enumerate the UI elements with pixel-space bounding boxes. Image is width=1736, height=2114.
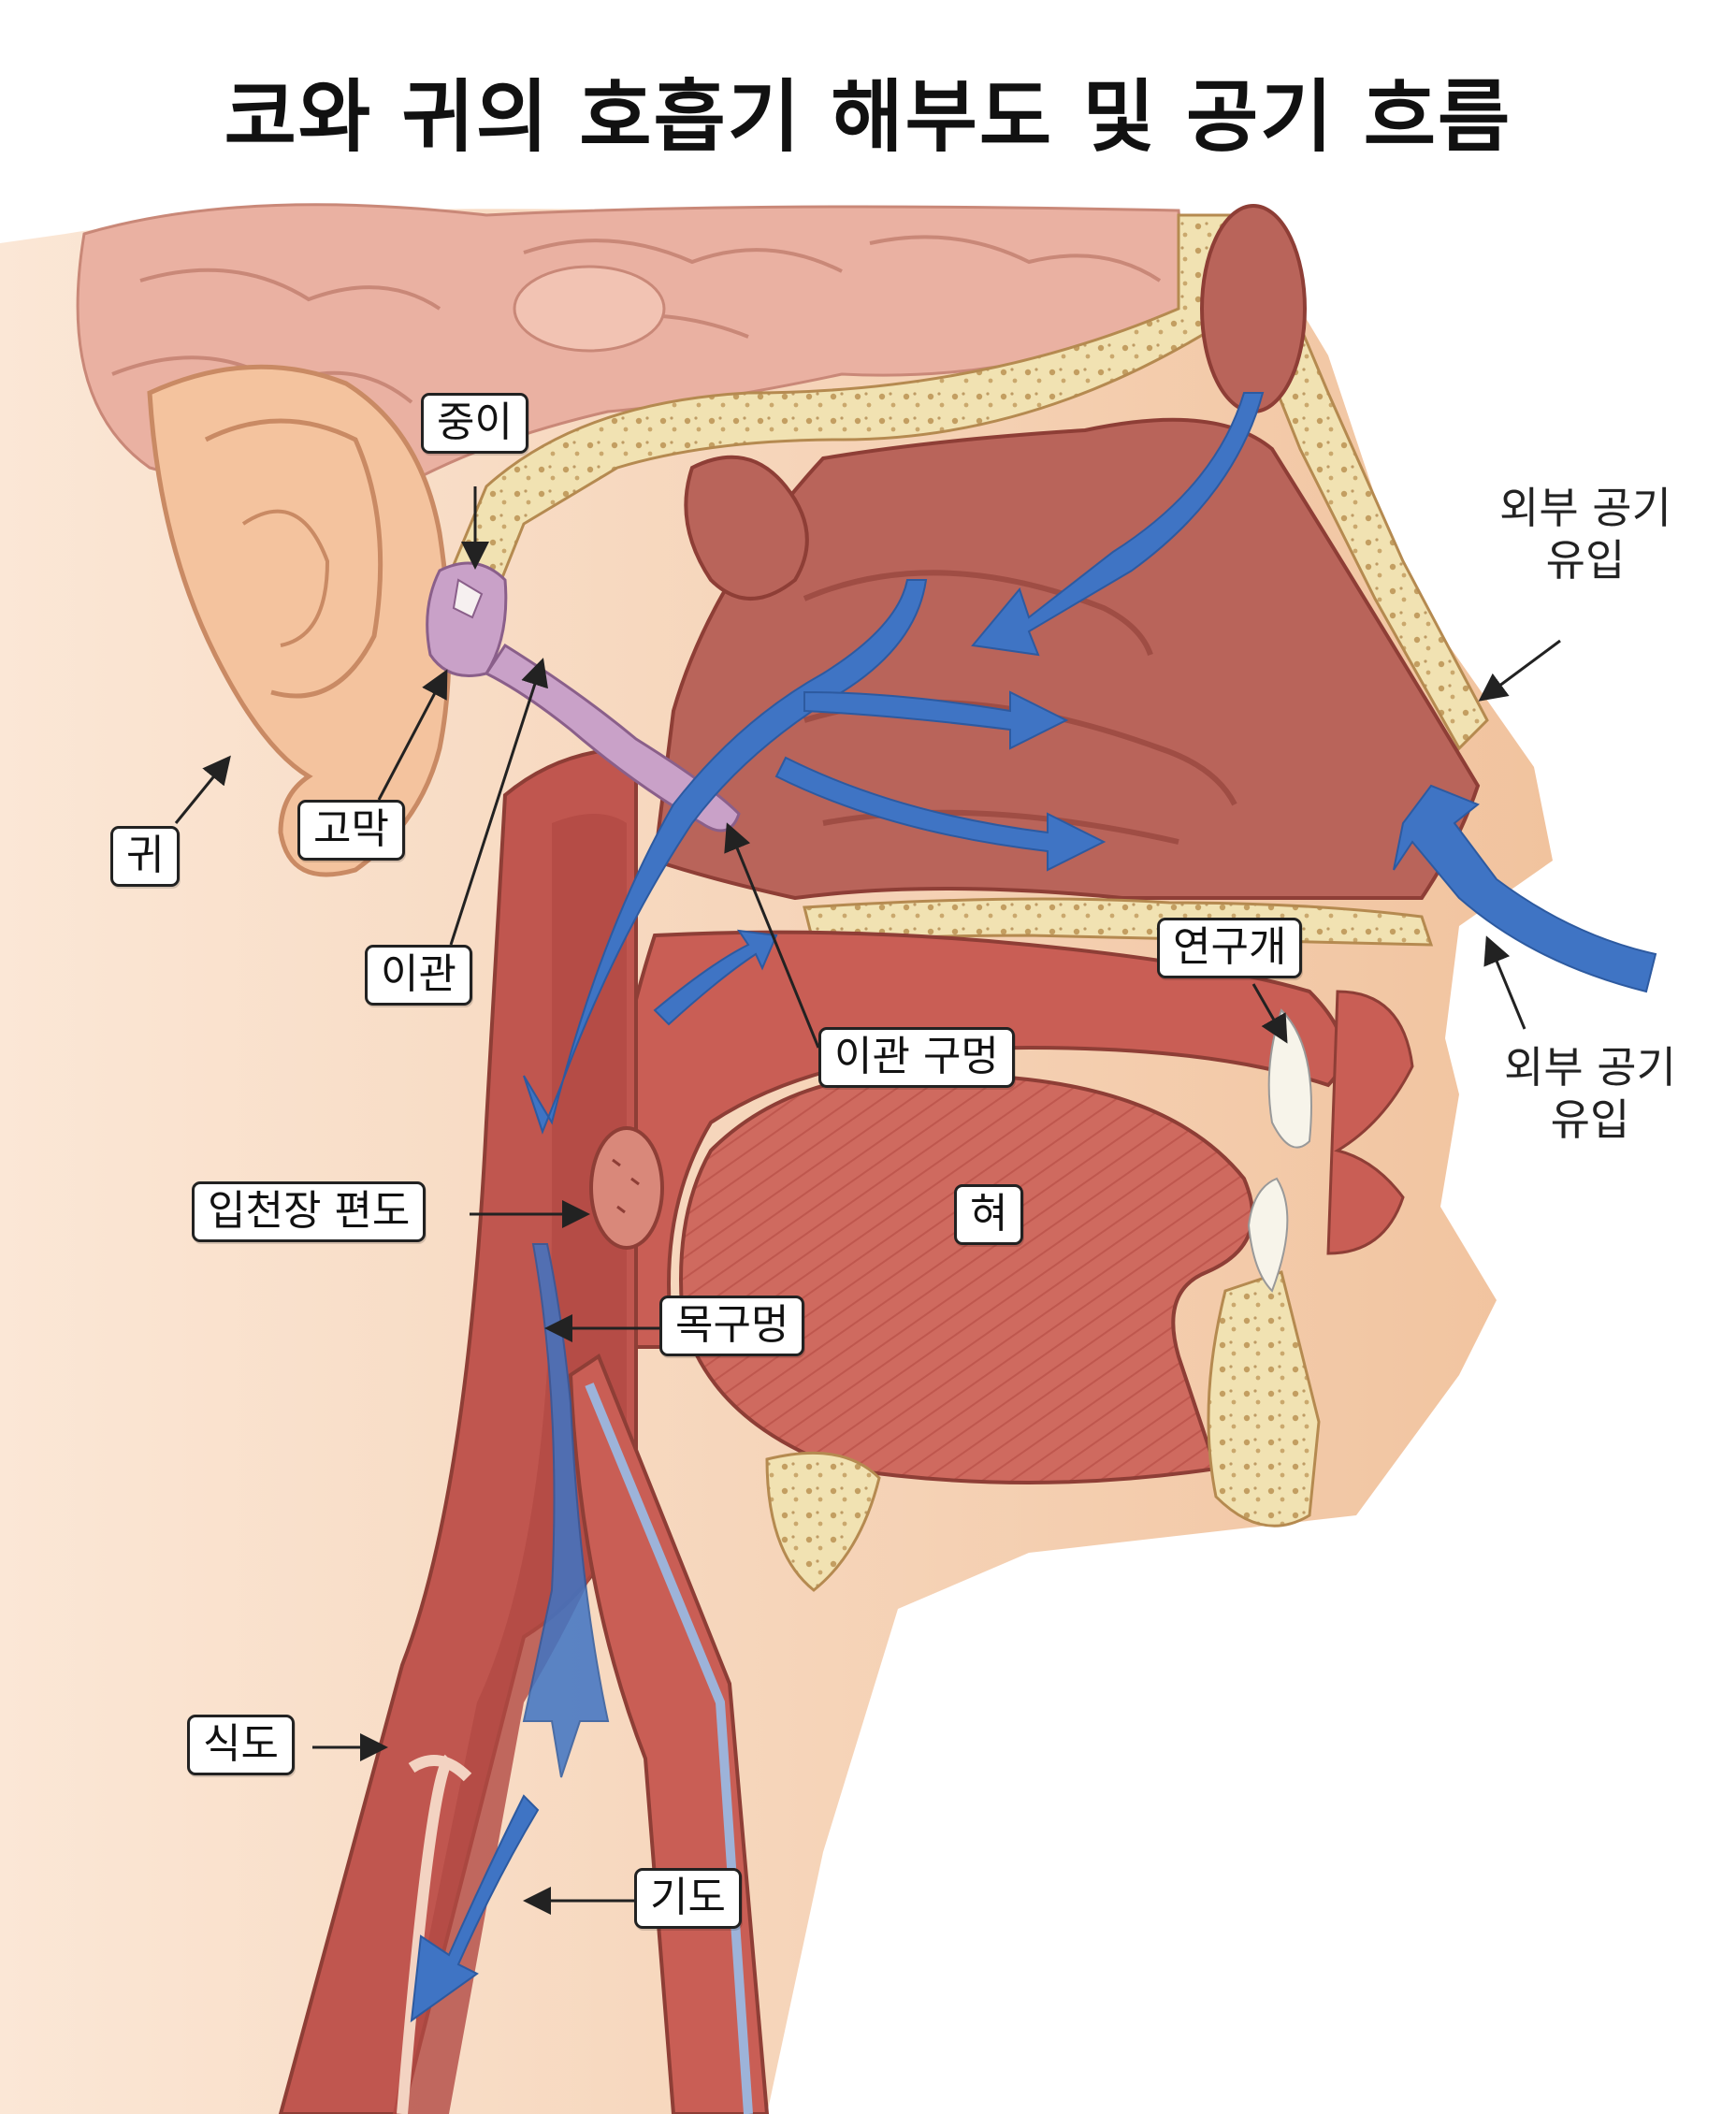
label-eustachian-tube: 이관 xyxy=(365,945,472,1006)
label-trachea: 기도 xyxy=(634,1868,742,1929)
jaw-bone xyxy=(765,1270,1321,1592)
label-eardrum: 고막 xyxy=(297,800,405,861)
teeth xyxy=(1247,1008,1312,1293)
leader-eustachian-tube xyxy=(449,658,548,946)
nasal-cavity xyxy=(652,204,1481,901)
label-palatine-tonsil: 입천장 편도 xyxy=(192,1181,427,1242)
tonsil xyxy=(589,1126,664,1250)
leader-ear xyxy=(174,755,231,824)
airflow-arrows xyxy=(410,392,1657,2023)
leader-lines xyxy=(174,486,1561,1915)
skull-bone xyxy=(438,213,1489,751)
label-soft-palate: 연구개 xyxy=(1157,918,1303,978)
middle-ear-structure xyxy=(426,561,741,833)
diagram-title: 코와 귀의 호흡기 해부도 및 공기 흐름 xyxy=(224,71,1512,163)
label-middle-ear: 중이 xyxy=(421,393,528,454)
leader-soft-palate xyxy=(1251,983,1288,1044)
leader-eardrum xyxy=(377,669,448,801)
label-esophagus: 식도 xyxy=(187,1715,295,1775)
label-air-inflow-nose-line2: 유입 xyxy=(1545,535,1626,586)
label-air-inflow-nose: 외부 공기 유입 xyxy=(1464,482,1707,586)
lips xyxy=(1326,990,1414,1255)
label-air-inflow-mouth-line2: 유입 xyxy=(1550,1094,1630,1146)
label-eustachian-opening: 이관 구멍 xyxy=(818,1027,1015,1088)
label-throat-opening: 목구멍 xyxy=(659,1296,805,1356)
leader-eustachian-opening xyxy=(724,822,820,1049)
leader-mouth-inflow xyxy=(1483,935,1526,1030)
label-air-inflow-mouth-line1: 외부 공기 xyxy=(1504,1042,1676,1093)
tongue-muscle xyxy=(679,1070,1254,1484)
label-air-inflow-nose-line1: 외부 공기 xyxy=(1499,483,1671,533)
label-air-inflow-mouth: 외부 공기 유입 xyxy=(1468,1041,1712,1146)
leader-nose-inflow xyxy=(1478,639,1561,702)
label-tongue: 혀 xyxy=(954,1184,1024,1245)
label-ear: 귀 xyxy=(110,826,181,887)
